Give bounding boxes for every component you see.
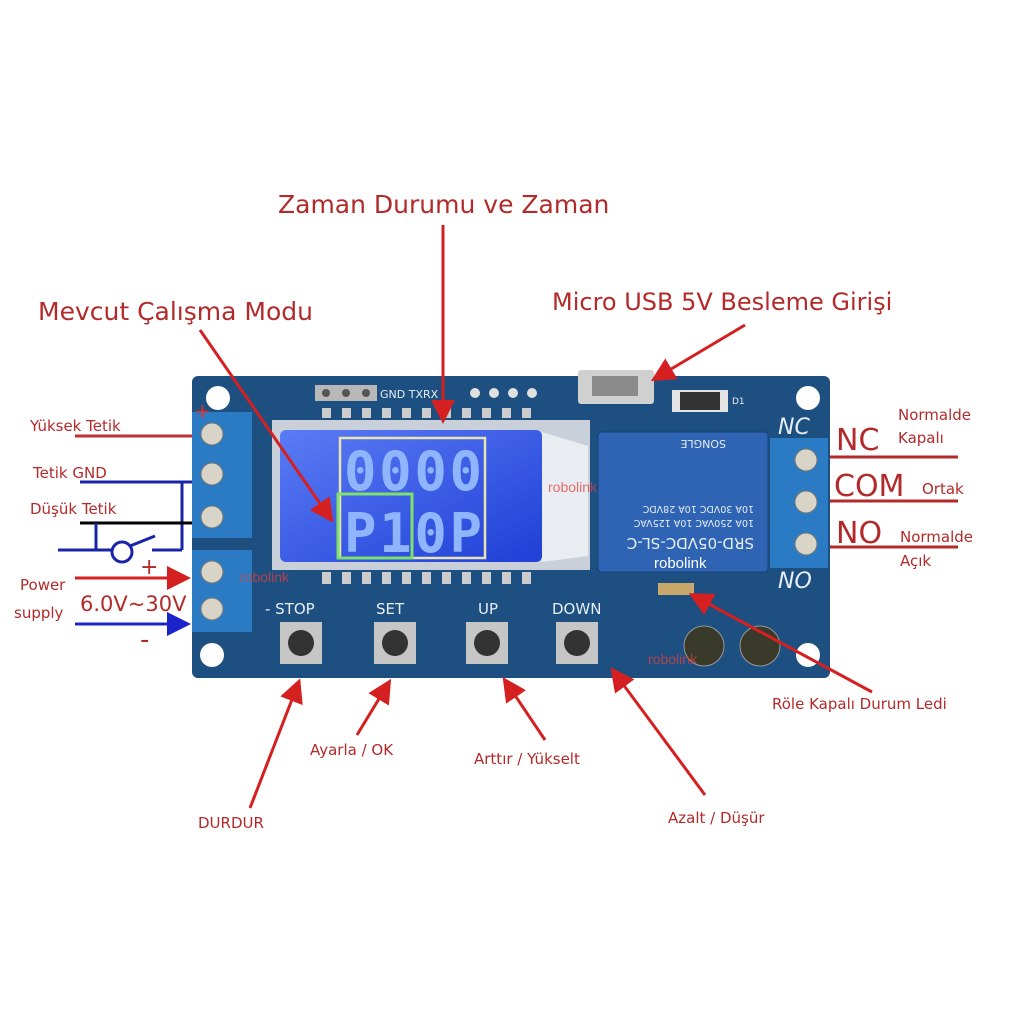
- annotation-arrows: [198, 225, 873, 809]
- trigger-wiring: [58, 434, 192, 636]
- switch-icon: [110, 540, 134, 564]
- up-button[interactable]: [466, 622, 508, 664]
- title-usb: Micro USB 5V Besleme Girişi: [552, 288, 892, 316]
- watermark: robolink: [240, 569, 290, 585]
- label-com: COM: [834, 469, 904, 504]
- label-nc: NC: [836, 423, 879, 458]
- mount-hole: [796, 386, 820, 410]
- silk-nc: NC: [778, 415, 810, 440]
- pcb-board: GND TXRX 0000 P10P D1 SRD-05VDC-SL-C 10A…: [192, 370, 830, 678]
- relay-brand: SONGLE: [680, 437, 726, 450]
- title-time-status: Zaman Durumu ve Zaman: [278, 190, 609, 219]
- label-plus: +: [140, 555, 158, 580]
- relay-wiring: [830, 455, 958, 549]
- capacitor: [683, 625, 725, 667]
- label-minus: -: [140, 625, 149, 655]
- label-nc-desc: Normalde: [898, 406, 971, 424]
- label-trigger-gnd: Tetik GND: [32, 464, 107, 482]
- relay-spec-1: 10A 250VAC 10A 125VAC: [633, 517, 754, 528]
- label-no-desc: Normalde: [900, 528, 973, 546]
- mode-box: [336, 492, 414, 560]
- silk-up: UP: [478, 600, 498, 618]
- label-power: Power: [20, 576, 66, 594]
- set-button[interactable]: [374, 622, 416, 664]
- mount-hole: [200, 643, 224, 667]
- label-com-desc: Ortak: [922, 480, 964, 498]
- watermark: robolink: [648, 651, 698, 667]
- label-supply: supply: [14, 604, 64, 622]
- relay-spec-2: 10A 30VDC 10A 28VDC: [642, 503, 754, 514]
- silk-down: DOWN: [552, 600, 601, 618]
- silk-header: GND TXRX: [380, 388, 439, 401]
- title-work-mode: Mevcut Çalışma Modu: [38, 297, 313, 326]
- label-set: Ayarla / OK: [310, 741, 394, 759]
- label-stop: DURDUR: [198, 814, 264, 832]
- power-terminal-block: [192, 550, 252, 632]
- down-button[interactable]: [556, 622, 598, 664]
- mount-hole: [206, 386, 230, 410]
- label-up: Arttır / Yükselt: [474, 750, 580, 768]
- silk-plus: +: [194, 399, 211, 423]
- label-no: NO: [836, 516, 882, 551]
- silk-d1: D1: [732, 397, 745, 407]
- relay-model: SRD-05VDC-SL-C: [627, 534, 754, 552]
- silk-set: SET: [376, 600, 405, 618]
- watermark: robolink: [548, 479, 598, 495]
- label-voltage: 6.0V~30V: [80, 592, 187, 616]
- label-nc-desc-2: Kapalı: [898, 429, 944, 447]
- label-high-trigger: Yüksek Tetik: [29, 417, 121, 435]
- watermark: robolink: [654, 555, 707, 572]
- relay-led: [658, 583, 694, 595]
- label-no-desc-2: Açık: [900, 552, 931, 570]
- stop-button[interactable]: [280, 622, 322, 664]
- silk-stop: - STOP: [265, 600, 315, 618]
- silk-no: NO: [778, 569, 812, 594]
- relay: [597, 431, 769, 573]
- lcd-pins-bottom: [322, 572, 531, 584]
- label-down: Azalt / Düşür: [668, 809, 765, 827]
- title-relay-led: Röle Kapalı Durum Ledi: [772, 695, 947, 713]
- label-low-trigger: Düşük Tetik: [30, 500, 117, 518]
